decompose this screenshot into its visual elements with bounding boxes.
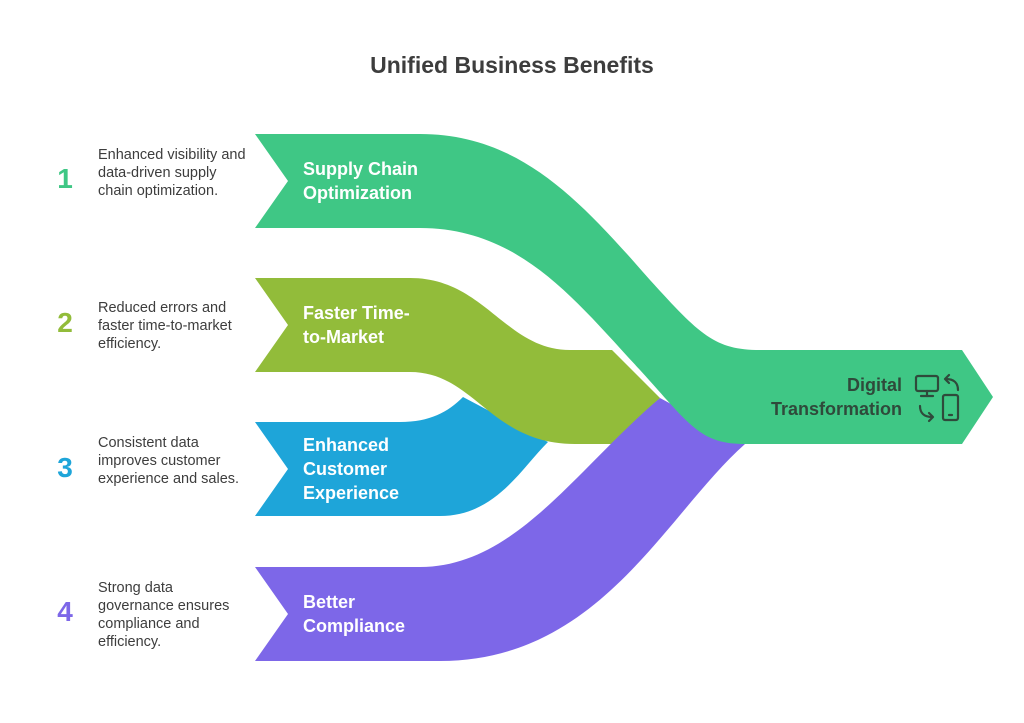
band-label-customer-experience: Enhanced Customer Experience xyxy=(303,433,473,505)
step-number-3: 3 xyxy=(57,452,73,483)
band-label-line: Customer xyxy=(303,459,388,479)
band-label-time-to-market: Faster Time- to-Market xyxy=(303,301,473,349)
step-description-2: Reduced errors and faster time-to-market… xyxy=(98,300,232,352)
band-label-line: Enhanced xyxy=(303,435,390,455)
band-label-line: Experience xyxy=(303,483,400,503)
band-compliance xyxy=(255,398,745,661)
band-supply-chain xyxy=(255,134,993,444)
step-number-1: 1 xyxy=(57,163,73,194)
band-label-supply-chain: Supply Chain Optimization xyxy=(303,157,473,205)
target-label-line: Digital xyxy=(846,375,902,395)
devices-sync-icon xyxy=(914,373,960,423)
step-description-1: Enhanced visibility and data-driven supp… xyxy=(98,147,246,199)
band-label-line: Supply Chain xyxy=(303,159,419,179)
band-label-line: Compliance xyxy=(303,616,406,636)
band-label-line: to-Market xyxy=(303,327,385,347)
band-label-compliance: Better Compliance xyxy=(303,590,473,638)
target-label: Digital Transformation xyxy=(740,373,902,421)
step-number-2: 2 xyxy=(57,307,73,338)
band-customer-experience xyxy=(255,397,548,516)
band-label-line: Optimization xyxy=(303,183,412,203)
band-label-line: Faster Time- xyxy=(303,303,410,323)
target-label-line: Transformation xyxy=(770,399,902,419)
step-description-3: Consistent data improves customer experi… xyxy=(98,435,240,487)
step-description-4: Strong data governance ensures complianc… xyxy=(98,580,230,650)
band-label-line: Better xyxy=(303,592,356,612)
step-number-4: 4 xyxy=(57,596,73,627)
page-title: Unified Business Benefits xyxy=(370,52,654,78)
band-time-to-market xyxy=(255,278,660,444)
